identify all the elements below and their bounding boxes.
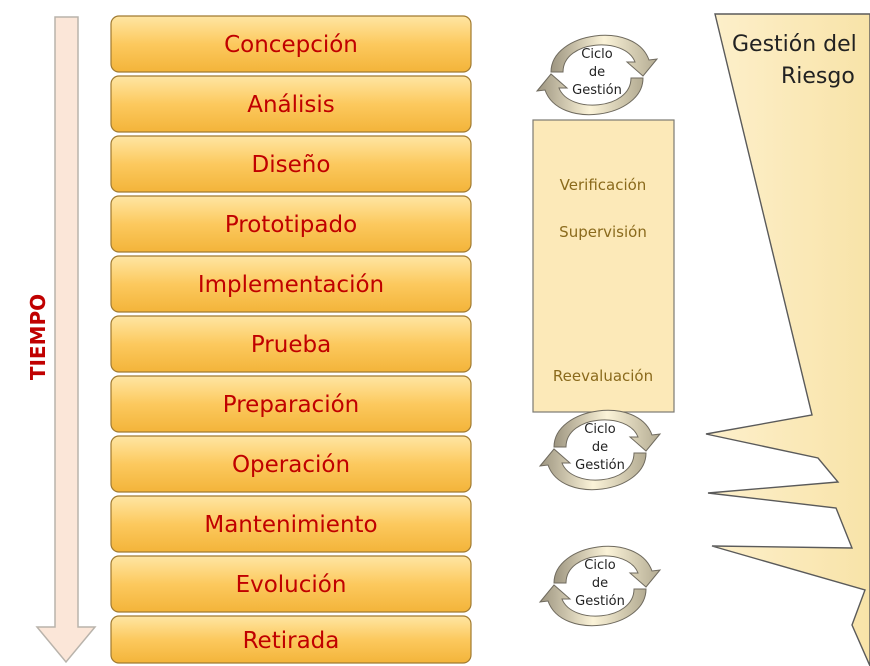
reevaluation-label: Reevaluación: [553, 367, 653, 385]
phase-concepcion: Concepción: [110, 15, 472, 73]
phase-list: Concepción Análisis Diseño Prototipado I…: [110, 15, 472, 664]
phase-retirada: Retirada: [110, 615, 472, 664]
cycle-label-line3: Gestión: [575, 458, 625, 473]
phase-label: Concepción: [224, 32, 358, 58]
risk-title-line1: Gestión del: [732, 32, 857, 57]
phase-prototipado: Prototipado: [110, 195, 472, 253]
phase-label: Implementación: [198, 272, 384, 298]
cycle-label-line3: Gestión: [572, 83, 622, 98]
cycle-arrow-top: [550, 34, 659, 77]
supervision-label: Supervisión: [559, 223, 647, 241]
cycle-arrow-top: [553, 545, 662, 588]
cycle-label-line2: de: [592, 440, 608, 455]
phase-label: Mantenimiento: [204, 512, 377, 538]
phase-label: Prueba: [251, 332, 331, 358]
phase-implementacion: Implementación: [110, 255, 472, 313]
phase-mantenimiento: Mantenimiento: [110, 495, 472, 553]
cycle-label-line3: Gestión: [575, 594, 625, 609]
phase-evolucion: Evolución: [110, 555, 472, 613]
management-cycle-1: Ciclo de Gestión: [535, 34, 659, 116]
verification-label: Verificación: [560, 176, 647, 194]
phase-prueba: Prueba: [110, 315, 472, 373]
cycle-label-line1: Ciclo: [581, 47, 612, 62]
management-cycle-2: Ciclo de Gestión: [538, 409, 662, 491]
cycle-label-line1: Ciclo: [584, 558, 615, 573]
time-label: TIEMPO: [26, 294, 50, 380]
phase-operacion: Operación: [110, 435, 472, 493]
phase-label: Operación: [232, 452, 350, 478]
activity-panel: Verificación Supervisión Reevaluación: [532, 119, 675, 413]
cycle-arrow-bottom: [535, 73, 644, 116]
cycle-label-line1: Ciclo: [584, 422, 615, 437]
cycle-label-line2: de: [589, 65, 605, 80]
phase-label: Prototipado: [225, 212, 357, 238]
phase-label: Análisis: [247, 92, 335, 118]
phase-analisis: Análisis: [110, 75, 472, 133]
time-arrow: [35, 16, 97, 664]
cycle-label-line2: de: [592, 576, 608, 591]
phase-label: Retirada: [243, 628, 340, 654]
cycle-arrow-top: [553, 409, 662, 452]
cycle-arrow-bottom: [538, 584, 647, 627]
management-cycle-3: Ciclo de Gestión: [538, 545, 662, 627]
phase-label: Evolución: [236, 572, 347, 598]
risk-management-shape: Gestión del Riesgo: [705, 13, 870, 666]
phase-preparacion: Preparación: [110, 375, 472, 433]
phase-label: Preparación: [223, 392, 360, 418]
phase-diseno: Diseño: [110, 135, 472, 193]
phase-label: Diseño: [252, 152, 331, 178]
cycle-arrow-bottom: [538, 448, 647, 491]
risk-title-line2: Riesgo: [781, 64, 855, 89]
